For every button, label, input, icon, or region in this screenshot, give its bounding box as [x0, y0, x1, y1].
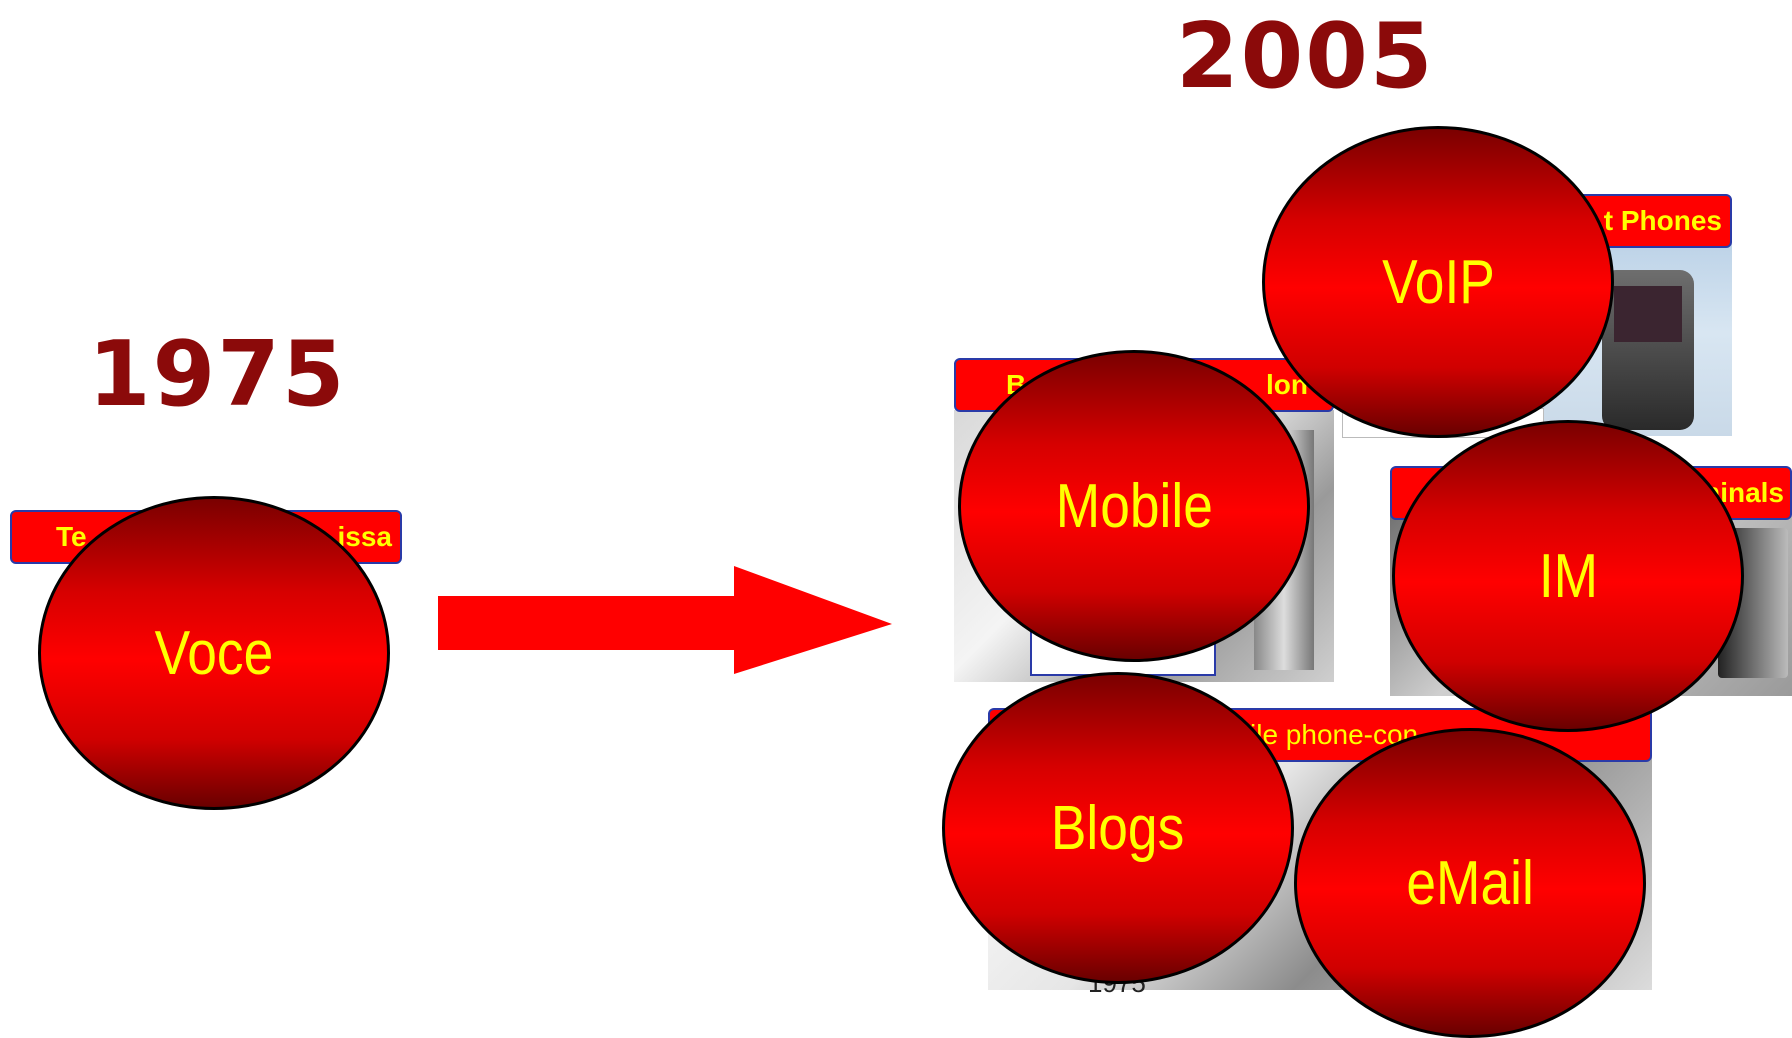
mobile-bubble: Mobile — [958, 350, 1310, 662]
blogs-bubble: Blogs — [942, 672, 1294, 984]
mobile-bubble-label: Mobile — [1055, 471, 1213, 541]
smart-phone-photo — [1540, 230, 1732, 436]
fixed-phone-label-right: issa — [337, 521, 393, 552]
fixed-phone-label-left: Te — [56, 521, 87, 552]
arrow-right-icon — [438, 566, 892, 674]
blogs-bubble-label: Blogs — [1051, 793, 1185, 863]
im-bubble: IM — [1392, 420, 1744, 732]
voip-bubble: VoIP — [1262, 126, 1614, 438]
voce-bubble-label: Voce — [154, 618, 274, 688]
voip-bubble-label: VoIP — [1381, 247, 1495, 317]
smart-phones-label-text: t Phones — [1603, 205, 1722, 236]
year-2005: 2005 — [1176, 4, 1435, 109]
im-bubble-label: IM — [1538, 541, 1598, 611]
email-bubble-label: eMail — [1406, 848, 1534, 918]
voce-bubble: Voce — [38, 496, 390, 810]
year-1975: 1975 — [88, 322, 347, 427]
email-bubble: eMail — [1294, 728, 1646, 1038]
